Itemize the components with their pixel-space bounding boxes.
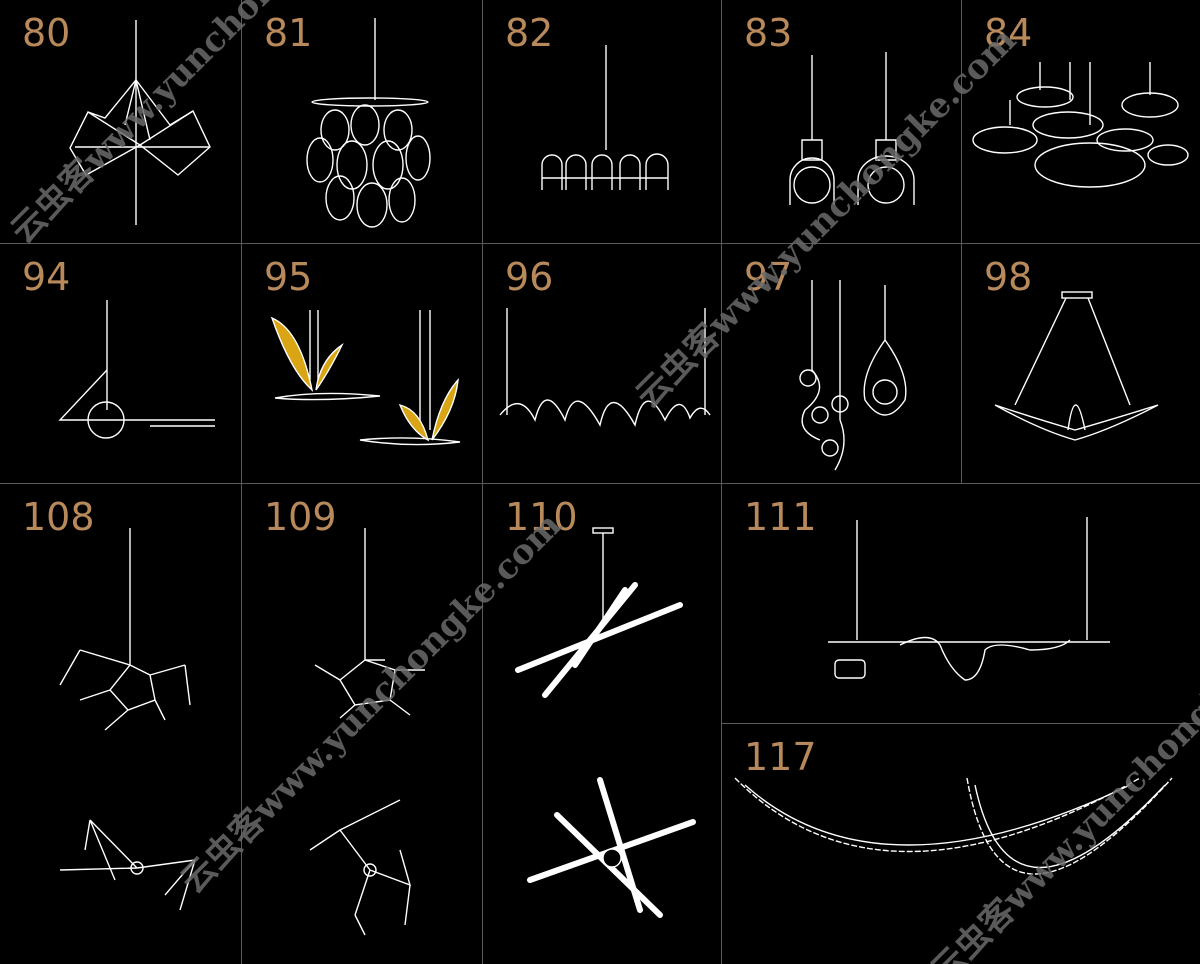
lamp-number: 80 <box>22 11 71 55</box>
cell-108: 108 <box>0 484 242 964</box>
cell-97: 97 <box>722 244 962 484</box>
lamp-84-drawing <box>972 62 1189 188</box>
lamp-80-drawing <box>69 20 211 225</box>
watermark-text: 云虫客www.yunchongke.com <box>173 505 569 901</box>
cell-81: 81 <box>242 0 483 244</box>
lamp-95-drawing <box>270 310 461 446</box>
lamp-117-drawing <box>734 777 1173 875</box>
lamp-number: 110 <box>505 495 578 539</box>
cell-109: 109 <box>242 484 483 964</box>
lamp-111-drawing <box>828 517 1110 681</box>
cell-83: 83 <box>722 0 962 244</box>
lamp-83-drawing <box>789 52 915 205</box>
watermark: 云虫客www.yunchongke.com 云虫客www.yunchongke.… <box>3 0 1200 964</box>
cell-80: 80 <box>0 0 242 244</box>
lamp-number: 108 <box>22 495 95 539</box>
cell-84: 84 <box>962 0 1200 244</box>
lamp-number: 117 <box>744 735 817 779</box>
watermark-text: 云虫客www.yunchongke.com <box>923 595 1200 964</box>
lamp-109-drawing <box>309 528 425 936</box>
cell-111: 111 <box>722 484 1200 724</box>
watermark-text: 云虫客www.yunchongke.com <box>3 0 399 251</box>
cell-94: 94 <box>0 244 242 484</box>
lamp-number: 83 <box>744 11 793 55</box>
lamp-number: 98 <box>984 255 1033 299</box>
lamp-96-drawing <box>499 308 711 427</box>
lamp-number: 84 <box>984 11 1033 55</box>
lamp-number: 111 <box>744 495 817 539</box>
lamp-110-drawing <box>515 527 696 918</box>
lamp-97-drawing <box>799 280 907 471</box>
cell-82: 82 <box>483 0 722 244</box>
cell-110: 110 <box>483 484 722 964</box>
lamp-number: 94 <box>22 255 71 299</box>
lamp-108-drawing <box>59 528 196 911</box>
lamp-number: 109 <box>264 495 337 539</box>
lamp-number: 95 <box>264 255 313 299</box>
cell-98: 98 <box>962 244 1200 484</box>
lamp-82-drawing <box>541 45 669 190</box>
cell-117: 117 <box>722 724 1200 964</box>
lamp-number: 82 <box>505 11 554 55</box>
lamp-94-drawing <box>58 300 215 439</box>
cell-95: 95 <box>242 244 483 484</box>
lamp-81-drawing <box>306 18 431 228</box>
lamp-number: 96 <box>505 255 554 299</box>
lamp-number: 81 <box>264 11 313 55</box>
lamp-98-drawing <box>994 291 1159 441</box>
lamp-number: 97 <box>744 255 793 299</box>
watermark-text: 云虫客www.yunchongke.com <box>628 20 1024 416</box>
cell-96: 96 <box>483 244 722 484</box>
